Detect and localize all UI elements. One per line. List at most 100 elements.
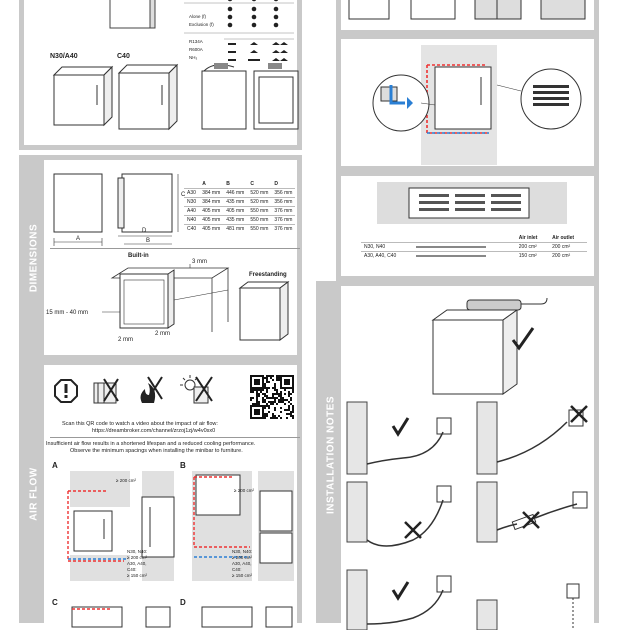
no-heat-source-icon <box>140 376 163 403</box>
vent-area-table: Air inlet Air outlet N30, N40 200 cm² 20… <box>361 234 587 260</box>
vent-spec-panel: Air inlet Air outlet N30, N40 200 cm² 20… <box>336 171 599 281</box>
vent-header-inlet: Air inlet <box>518 235 538 241</box>
vent-grille-drawing <box>377 182 567 224</box>
refrigerant-symbols <box>224 38 294 61</box>
qr-url-link[interactable]: https://dreambroker.com/channel/zrzoj1zj… <box>92 428 216 434</box>
table-cell: 356 mm <box>271 197 296 207</box>
table-cell: C40 <box>184 224 200 233</box>
installation-side-tab: INSTALLATION NOTES <box>321 286 341 623</box>
air-flow-side-title: AIR FLOW <box>28 467 40 521</box>
table-cell: 550 mm <box>247 206 272 216</box>
scenario-label-a: A <box>52 461 58 470</box>
dimensions-table: A B C D A30 384 mm 446 mm 520 mm 356 mm … <box>184 180 296 233</box>
scenario-label-b: B <box>180 461 186 470</box>
freestanding-drawing <box>238 281 290 341</box>
table-cell: 384 mm <box>199 197 224 207</box>
no-sunlight-icon <box>180 375 213 404</box>
dim-letter-d: D <box>142 228 147 234</box>
dimensions-side-title: DIMENSIONS <box>28 223 40 292</box>
qr-instruction-text: Scan this QR code to watch a video about… <box>62 421 218 427</box>
table-row: N30 384 mm 435 mm 520 mm 356 mm <box>184 197 296 207</box>
cabinet-variants-drawing <box>348 0 586 20</box>
scenario-label-c: C <box>52 598 58 607</box>
gap-bottom-label-1: 2 mm <box>118 337 133 343</box>
scenario-b-diagram <box>192 471 294 581</box>
model-label-c40: C40 <box>117 53 130 60</box>
vent-header-outlet: Air outlet <box>552 235 575 241</box>
table-cell: 550 mm <box>247 215 272 225</box>
install-ok-2 <box>346 569 452 630</box>
table-cell: 376 mm <box>271 215 296 225</box>
scenario-b-note: ≥ 150 cm² <box>232 573 252 578</box>
top-left-panel: Alone (f) Exclusion (f) R134A R600A NH₃ … <box>19 0 302 150</box>
table-row: N40 405 mm 435 mm 550 mm 376 mm <box>184 215 296 225</box>
table-cell: 405 mm <box>223 206 248 216</box>
table-cell: 405 mm <box>199 215 224 225</box>
installation-side-title: INSTALLATION NOTES <box>325 395 337 514</box>
table-cell: 356 mm <box>271 188 296 198</box>
table-row: A40 405 mm 405 mm 550 mm 376 mm <box>184 206 296 216</box>
table-cell: 446 mm <box>223 188 248 198</box>
dim-header-model <box>184 180 199 189</box>
scenario-a-note: N30, N40: <box>127 549 148 554</box>
table-row: A30 384 mm 446 mm 520 mm 356 mm <box>184 188 296 198</box>
warning-icon <box>54 379 78 403</box>
table-cell: 520 mm <box>247 188 272 198</box>
table-cell: 376 mm <box>271 206 296 216</box>
table-cell: A30, A40, C40 <box>361 251 413 260</box>
table-cell: 435 mm <box>223 197 248 207</box>
gap-bottom-label-2: 2 mm <box>155 331 170 337</box>
install-ok-1 <box>346 401 452 475</box>
airflow-detail-panel <box>336 34 599 171</box>
scenario-c-diagram <box>71 606 171 628</box>
install-bad-1 <box>476 401 588 475</box>
scenario-b-note: ≥ 200 cm² <box>232 555 252 560</box>
table-cell: 481 mm <box>223 224 248 233</box>
table-cell: A40 <box>184 206 200 216</box>
fridge-with-top-cable <box>431 297 548 395</box>
fridge-top-cropped <box>109 0 156 29</box>
airflow-detail-drawing <box>372 45 582 165</box>
table-row: C40 405 mm 481 mm 550 mm 376 mm <box>184 224 296 233</box>
vent-header-model <box>361 234 413 243</box>
scenario-a-diagram <box>62 471 175 581</box>
refrigerant-nh3: NH₃ <box>189 55 198 60</box>
scenario-b-vent-label: ≥ 200 cm² <box>234 488 254 493</box>
gap-side-label: 15 mm - 40 mm <box>46 310 89 316</box>
install-bad-2 <box>346 481 452 547</box>
installation-notes-panel: INSTALLATION NOTES <box>316 281 599 630</box>
gap-top-label: 3 mm <box>192 259 207 265</box>
fridge-n30-a40-drawing <box>52 65 114 127</box>
no-covering-icon <box>93 378 119 404</box>
door-reversal-drawing <box>201 63 299 130</box>
model-label-n30-a40: N30/A40 <box>50 53 78 60</box>
table-cell: 200 cm² <box>549 242 587 252</box>
dim-header-a: A <box>202 181 206 187</box>
install-detail-outlet <box>476 583 580 630</box>
warning-text-2: Observe the minimum spacings when instal… <box>70 448 243 454</box>
row-alone-label: Alone (f) <box>189 14 207 19</box>
table-cell: 200 cm² <box>549 251 587 260</box>
dim-header-d: D <box>274 181 278 187</box>
table-cell: N40 <box>184 215 200 225</box>
section-divider <box>50 437 300 438</box>
qr-code[interactable] <box>250 375 294 419</box>
built-in-label: Built-in <box>128 253 149 259</box>
scenario-b-note: C40: <box>232 567 242 572</box>
dimensions-panel: DIMENSIONS A D B C A B C D A30 384 mm 44… <box>19 155 302 360</box>
dim-header-b: B <box>226 181 230 187</box>
dim-letter-c: C <box>181 192 186 198</box>
scenario-a-note: ≥ 150 cm² <box>127 573 147 578</box>
table-cell: 376 mm <box>271 224 296 233</box>
scenario-b-note: N30, N40: <box>232 549 253 554</box>
table-cell: 150 cm² <box>515 251 550 260</box>
dimension-drawing <box>53 173 179 246</box>
fridge-c40-drawing <box>117 63 179 131</box>
table-cell: 405 mm <box>199 224 224 233</box>
air-flow-side-tab: AIR FLOW <box>24 365 44 623</box>
vent-formula-bars <box>412 242 516 252</box>
table-row: A30, A40, C40 150 cm² 200 cm² <box>361 251 587 260</box>
table-cell: 405 mm <box>199 206 224 216</box>
section-divider <box>50 248 300 249</box>
scenario-b-note: A30, A40, <box>232 561 252 566</box>
